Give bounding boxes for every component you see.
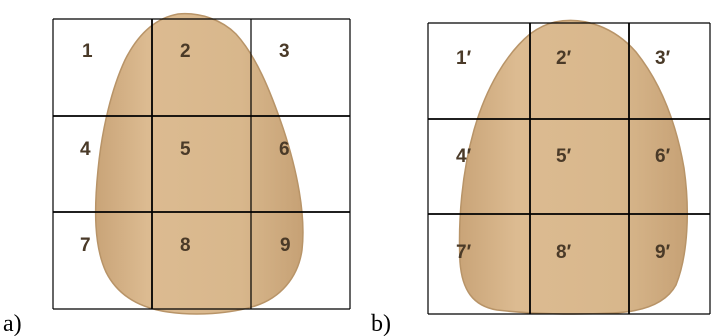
panel-a: 1 2 3 4 5 6 7 8 9 a) (3, 12, 351, 336)
cell-label: 7′ (456, 242, 472, 263)
cell-label: 1 (82, 41, 93, 62)
panel-letter-b: b) (371, 311, 391, 336)
cell-label: 6′ (655, 146, 671, 167)
cell-label: 6 (279, 139, 290, 160)
cell-labels-a: 1 2 3 4 5 6 7 8 9 (80, 41, 291, 256)
cell-label: 3′ (655, 48, 671, 69)
cell-label: 8 (180, 235, 191, 256)
leaf-sample-a (94, 12, 304, 315)
cell-label: 4 (80, 139, 91, 160)
cell-label: 8′ (556, 242, 572, 263)
cell-label: 1′ (456, 48, 472, 69)
grid-b (427, 22, 711, 315)
grid-a (52, 18, 351, 310)
cell-labels-b: 1′ 2′ 3′ 4′ 5′ 6′ 7′ 8′ 9′ (456, 48, 671, 263)
cell-label: 2′ (556, 48, 572, 69)
cell-label: 9′ (655, 242, 671, 263)
panel-b: 1′ 2′ 3′ 4′ 5′ 6′ 7′ 8′ 9′ b) (371, 19, 711, 336)
cell-label: 2 (180, 41, 191, 62)
cell-label: 5′ (556, 146, 572, 167)
cell-label: 5 (180, 139, 191, 160)
cell-label: 9 (280, 235, 291, 256)
cell-label: 4′ (456, 146, 472, 167)
panel-letter-a: a) (3, 311, 22, 336)
cell-label: 3 (279, 41, 290, 62)
cell-label: 7 (80, 235, 91, 256)
leaf-sample-b (458, 19, 689, 315)
